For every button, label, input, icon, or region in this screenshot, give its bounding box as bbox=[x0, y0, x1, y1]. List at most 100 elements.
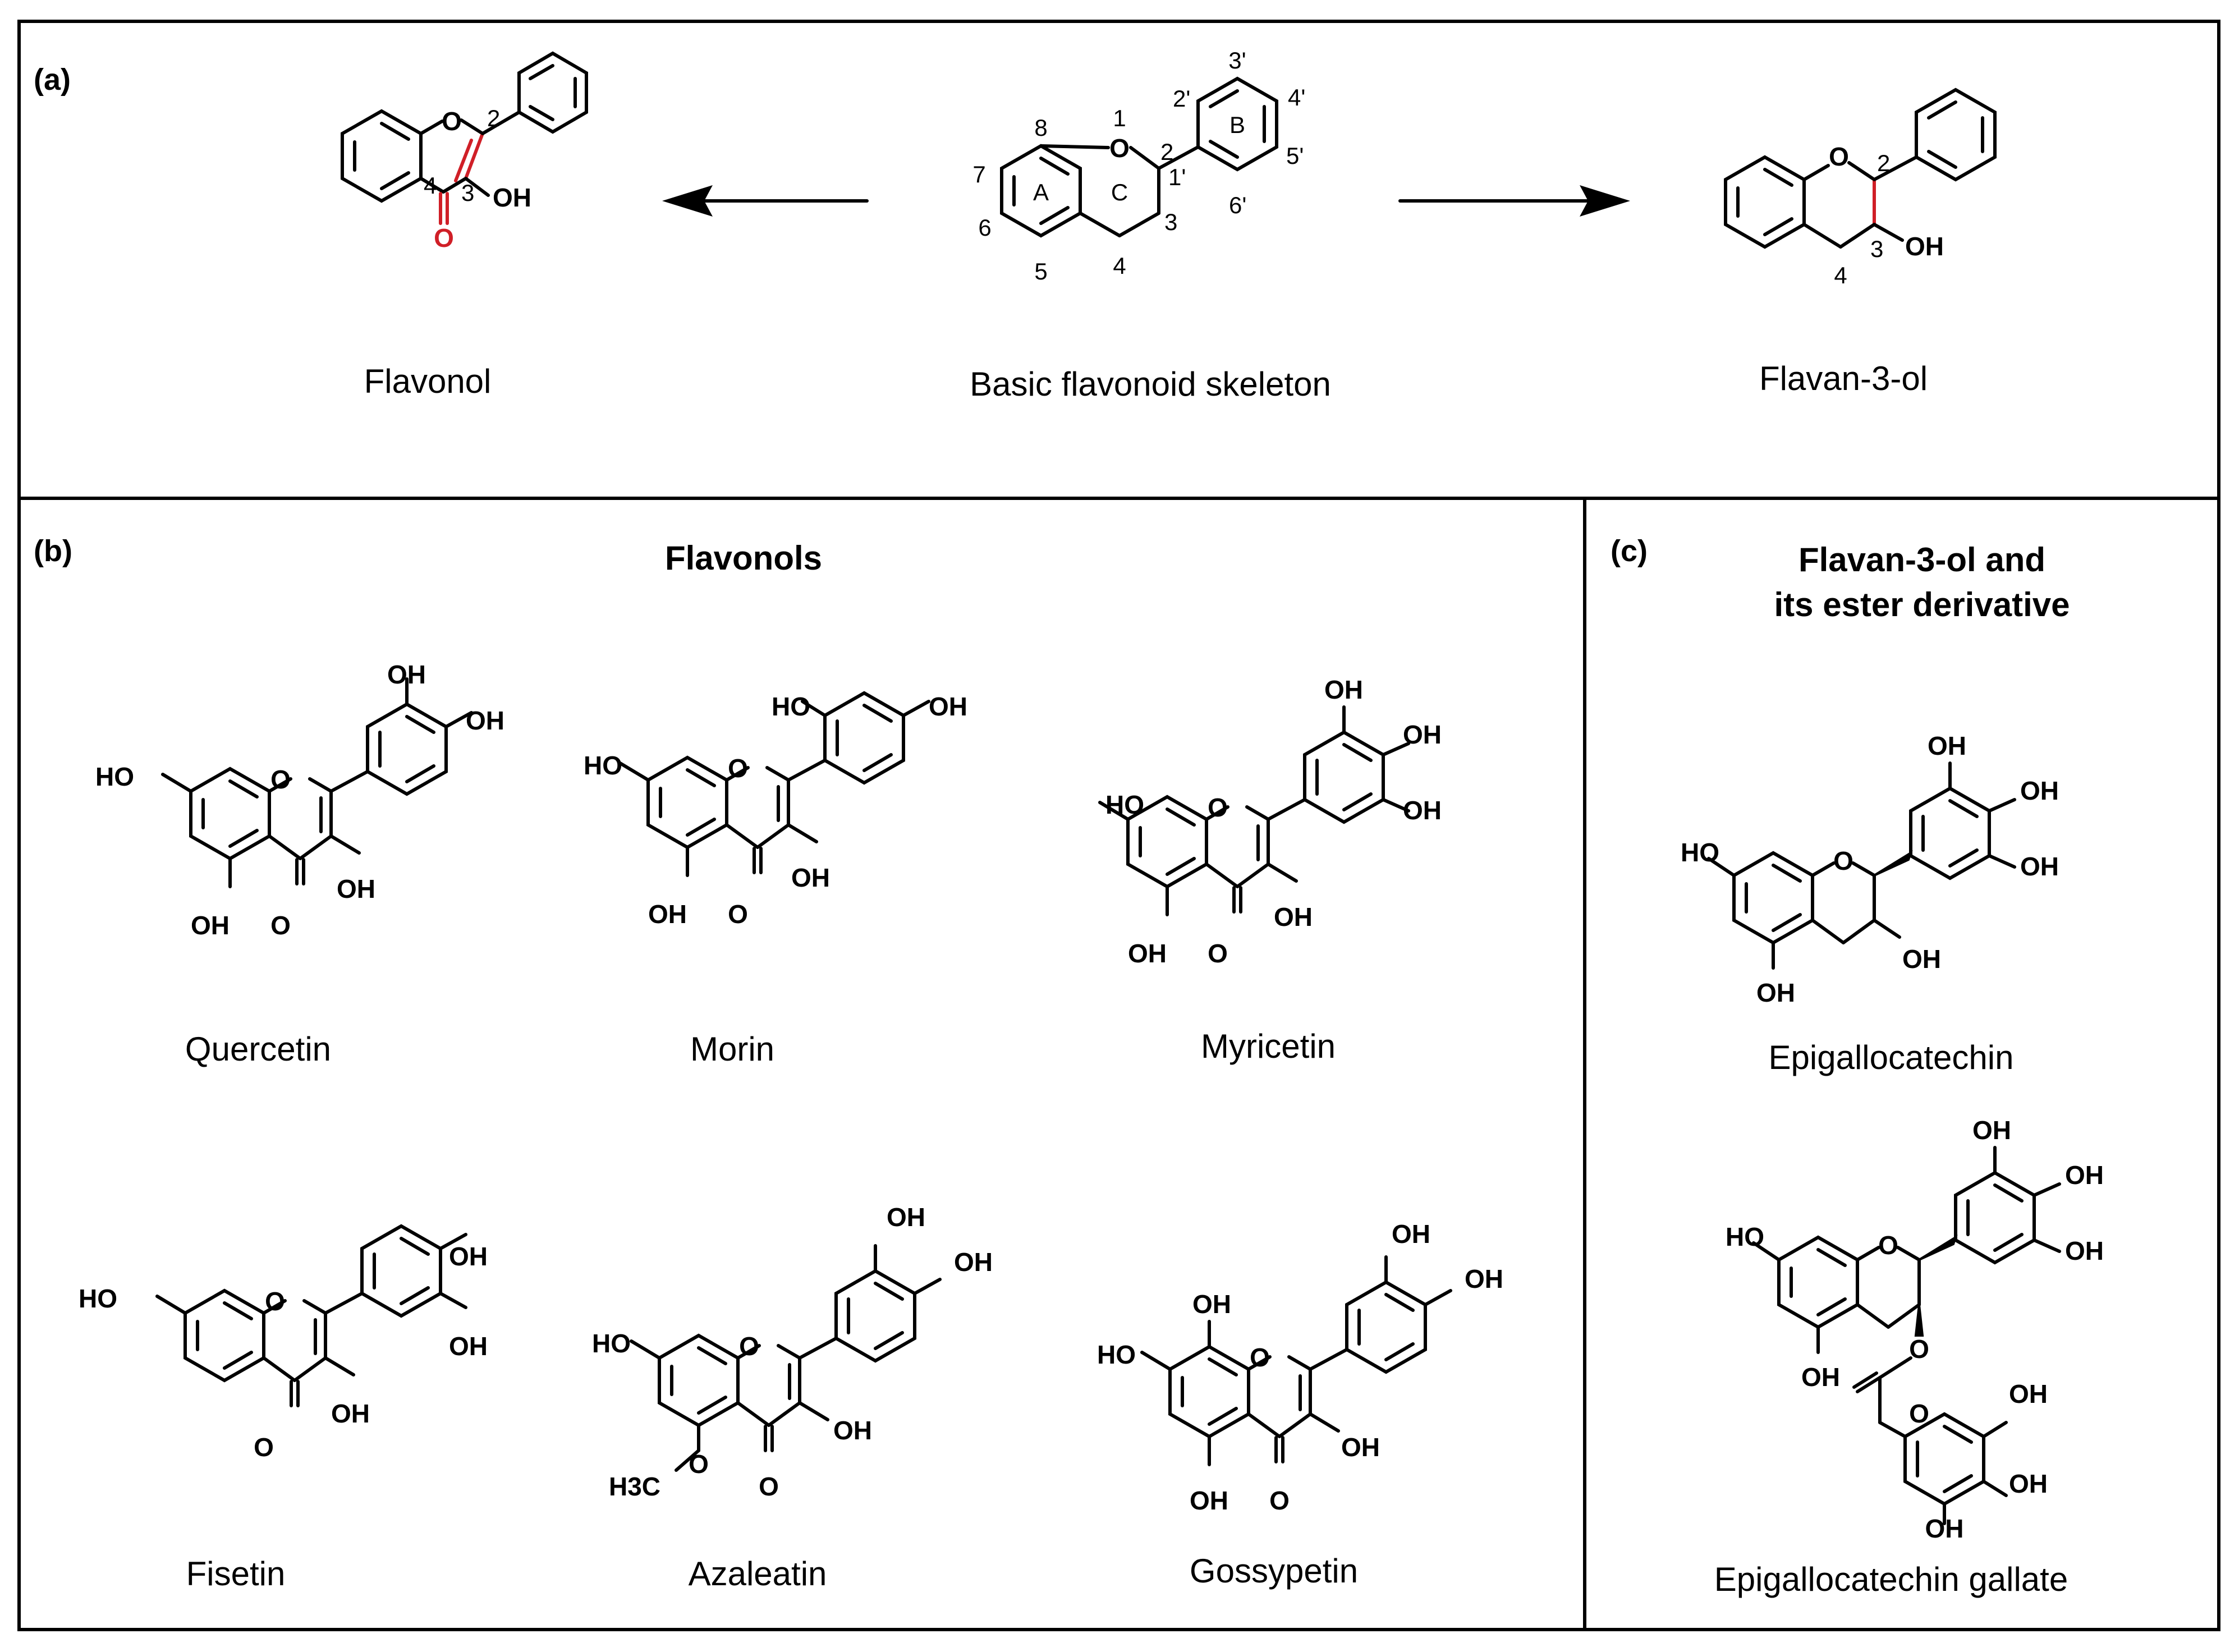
fisetin-4p-oh: OH bbox=[449, 1242, 488, 1271]
gossypetin-4p-oh: OH bbox=[1465, 1264, 1503, 1293]
egcg-3p-oh: OH bbox=[1972, 1116, 2011, 1145]
quercetin-3-oh: OH bbox=[337, 874, 375, 903]
quercetin-5-oh: OH bbox=[191, 911, 230, 940]
myricetin-3-oh: OH bbox=[1274, 902, 1313, 931]
locant-2: 2 bbox=[1160, 139, 1173, 165]
gossypetin-7-oh: HO bbox=[1097, 1340, 1136, 1369]
flavonol-structure bbox=[341, 51, 588, 225]
flavonol-locant-2: 2 bbox=[487, 105, 500, 131]
azaleatin-o: O bbox=[739, 1332, 759, 1361]
locant-1prime: 1' bbox=[1168, 164, 1186, 190]
quercetin-3p-oh: OH bbox=[387, 660, 426, 689]
morin-5-oh: OH bbox=[648, 900, 687, 929]
flavan-3-oh: OH bbox=[1905, 232, 1944, 261]
flavan-locant-3: 3 bbox=[1870, 236, 1883, 262]
egcg-5-oh: OH bbox=[1801, 1362, 1840, 1392]
fisetin-c-o: O bbox=[254, 1433, 274, 1462]
panel-a-label: (a) bbox=[34, 63, 71, 97]
fisetin-3p-oh: OH bbox=[449, 1332, 488, 1361]
quercetin-structure bbox=[161, 677, 473, 888]
quercetin-c-o: O bbox=[270, 911, 291, 940]
morin-2p-oh: HO bbox=[772, 692, 810, 721]
fisetin-7-oh: HO bbox=[79, 1284, 117, 1313]
gossypetin-structure bbox=[1140, 1255, 1452, 1466]
egc-o: O bbox=[1833, 846, 1853, 875]
panel-b-heading: Flavonols bbox=[665, 539, 822, 577]
gossypetin-c-o: O bbox=[1269, 1486, 1290, 1515]
egc-5-oh: OH bbox=[1756, 978, 1795, 1007]
flavonol-o-ring: O bbox=[442, 107, 462, 136]
egcg-carbonyl-o: O bbox=[1909, 1399, 1929, 1428]
flavan-3-ol-structure bbox=[1724, 88, 1997, 249]
azaleatin-c-o: O bbox=[759, 1472, 779, 1501]
ring-label-c: C bbox=[1111, 179, 1128, 205]
myricetin-4p-oh: OH bbox=[1403, 720, 1442, 749]
fisetin-structure bbox=[155, 1226, 467, 1406]
skeleton-o: O bbox=[1109, 134, 1130, 163]
morin-4p-oh: OH bbox=[929, 692, 967, 721]
myricetin-5p-oh: OH bbox=[1403, 796, 1442, 825]
azaleatin-methoxy-o: O bbox=[689, 1449, 709, 1479]
azaleatin-7-oh: HO bbox=[592, 1329, 631, 1358]
azaleatin-3p-oh: OH bbox=[887, 1203, 925, 1232]
compound-azaleatin: Azaleatin bbox=[689, 1555, 827, 1593]
panel-c-frame bbox=[1583, 497, 2220, 1631]
flavonol-carbonyl-o: O bbox=[434, 223, 454, 253]
panel-c-heading-line2: its ester derivative bbox=[1774, 586, 2070, 623]
locant-2prime: 2' bbox=[1173, 85, 1190, 112]
flavan-locant-2: 2 bbox=[1877, 150, 1890, 176]
arrow-left bbox=[662, 185, 869, 217]
morin-7-oh: HO bbox=[584, 751, 622, 780]
egcg-5p-oh: OH bbox=[2065, 1236, 2104, 1265]
egcg-ester-o: O bbox=[1909, 1334, 1929, 1364]
flavonol-locant-4: 4 bbox=[424, 172, 437, 199]
egc-3-oh: OH bbox=[1902, 944, 1941, 974]
locant-7: 7 bbox=[972, 161, 985, 187]
fisetin-o: O bbox=[265, 1287, 285, 1316]
myricetin-5-oh: OH bbox=[1128, 939, 1167, 968]
flavan-caption: Flavan-3-ol bbox=[1759, 360, 1928, 397]
arrow-right bbox=[1398, 185, 1630, 217]
egcg-7-oh: HO bbox=[1726, 1222, 1764, 1251]
myricetin-o: O bbox=[1208, 793, 1228, 822]
gossypetin-o: O bbox=[1250, 1343, 1270, 1372]
azaleatin-structure bbox=[630, 1244, 942, 1472]
flavonol-3-oh: OH bbox=[493, 183, 531, 212]
locant-1: 1 bbox=[1113, 105, 1126, 131]
azaleatin-3-oh: OH bbox=[833, 1416, 872, 1445]
compound-egcg: Epigallocatechin gallate bbox=[1714, 1561, 2068, 1598]
egcg-galloyl-oh1: OH bbox=[2009, 1379, 2048, 1408]
panel-c-heading-line1: Flavan-3-ol and bbox=[1798, 541, 2045, 579]
skeleton-caption: Basic flavonoid skeleton bbox=[970, 365, 1331, 403]
locant-6: 6 bbox=[978, 214, 991, 241]
locant-5prime: 5' bbox=[1286, 143, 1304, 169]
morin-3-oh: OH bbox=[791, 863, 830, 892]
egcg-o: O bbox=[1878, 1231, 1898, 1260]
egcg-galloyl-oh2: OH bbox=[2009, 1469, 2048, 1498]
quercetin-o: O bbox=[270, 765, 291, 794]
compound-myricetin: Myricetin bbox=[1201, 1027, 1336, 1065]
flavonol-caption: Flavonol bbox=[364, 362, 492, 400]
egcg-structure bbox=[1752, 1146, 2061, 1525]
egcg-4p-oh: OH bbox=[2065, 1160, 2104, 1190]
egcg-galloyl-oh3: OH bbox=[1925, 1514, 1964, 1543]
panel-c-label: (c) bbox=[1611, 534, 1648, 568]
morin-structure bbox=[618, 693, 930, 877]
myricetin-c-o: O bbox=[1208, 939, 1228, 968]
fisetin-3-oh: OH bbox=[331, 1399, 370, 1428]
flavan-o: O bbox=[1829, 142, 1849, 171]
flavonol-locant-3: 3 bbox=[461, 180, 474, 206]
skeleton-structure bbox=[1000, 76, 1278, 238]
morin-o: O bbox=[728, 754, 748, 783]
compound-gossypetin: Gossypetin bbox=[1190, 1552, 1358, 1590]
egc-4p-oh: OH bbox=[2020, 776, 2059, 805]
myricetin-structure bbox=[1098, 705, 1410, 916]
locant-4prime: 4' bbox=[1288, 84, 1305, 111]
locant-3: 3 bbox=[1164, 209, 1177, 235]
locant-4: 4 bbox=[1113, 253, 1126, 279]
panel-b-label: (b) bbox=[34, 534, 72, 568]
ring-label-b: B bbox=[1229, 112, 1245, 138]
gossypetin-3-oh: OH bbox=[1341, 1433, 1380, 1462]
egc-3p-oh: OH bbox=[1928, 731, 1966, 760]
